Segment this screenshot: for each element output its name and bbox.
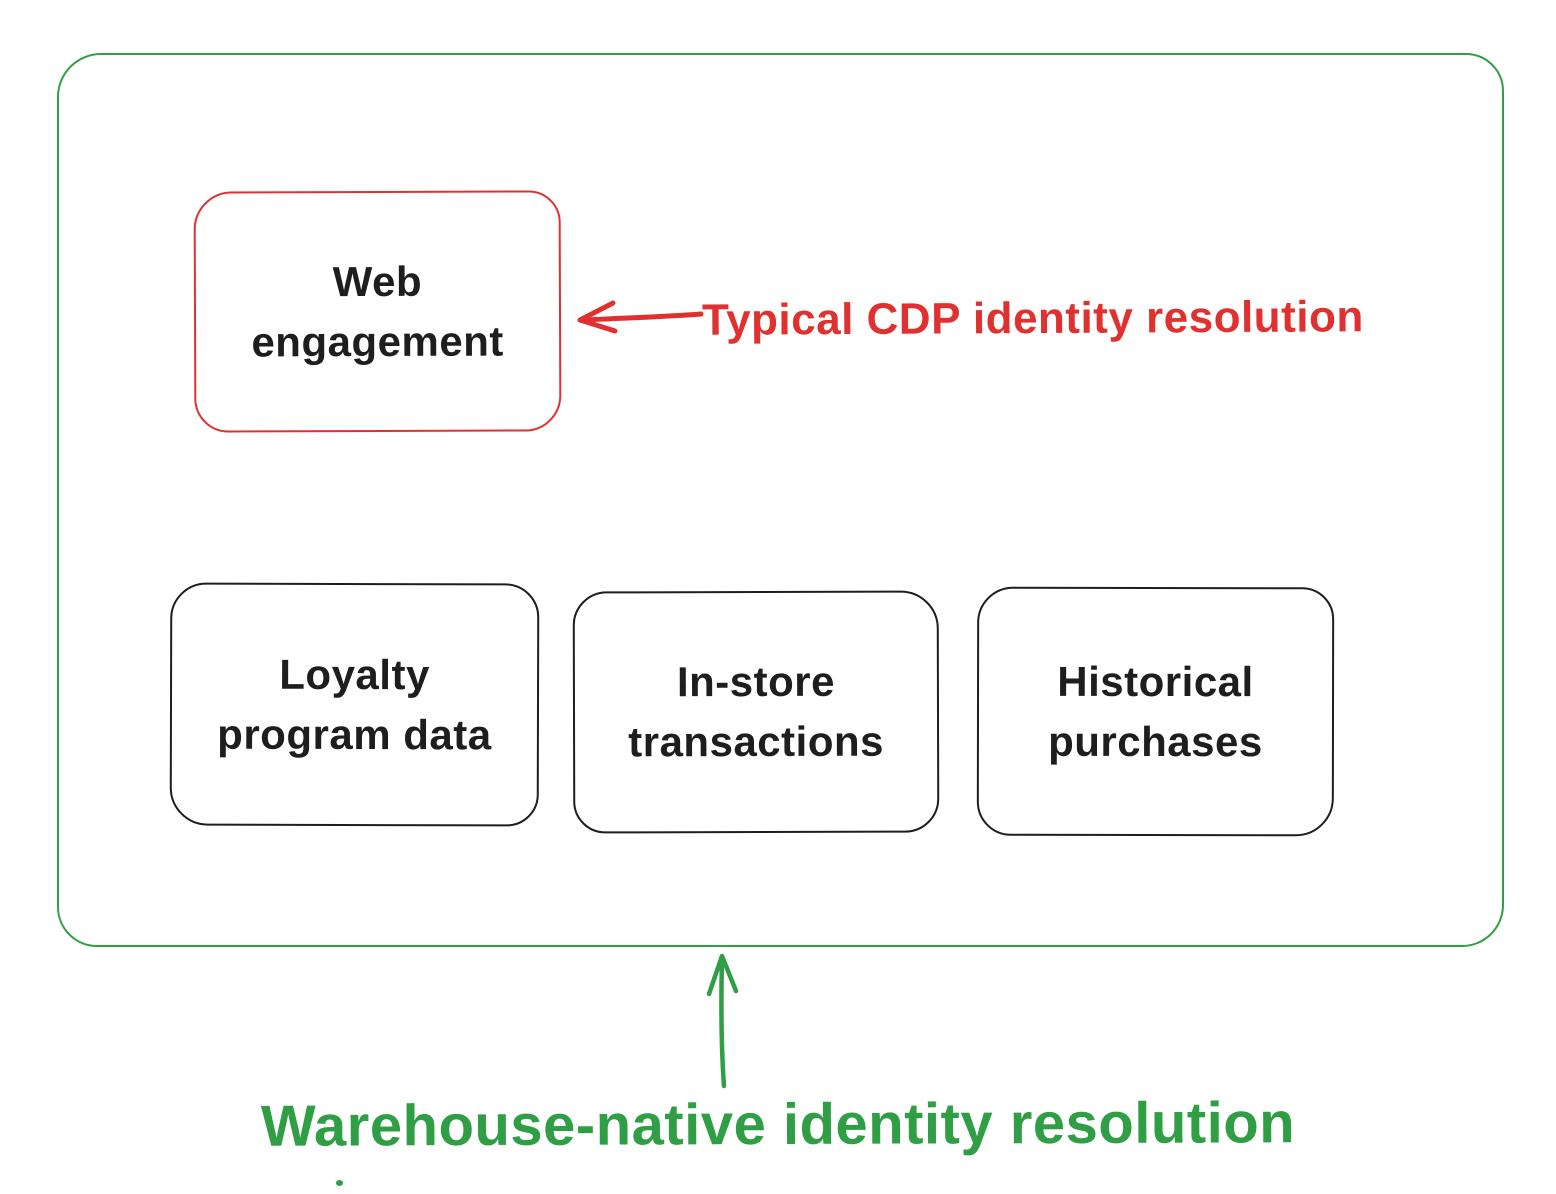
node-historical-purchases: Historical purchases: [976, 586, 1335, 837]
up-arrow-icon: [706, 953, 739, 1089]
warehouse-annotation: Warehouse-native identity resolution: [260, 1090, 1296, 1159]
node-web-engagement: Web engagement: [193, 190, 562, 433]
node-in-store-transactions-label: In-store transactions: [628, 658, 885, 766]
node-loyalty-program-data: Loyalty program data: [169, 582, 540, 827]
node-historical-purchases-label: Historical purchases: [1048, 657, 1263, 765]
node-web-engagement-label: Web engagement: [251, 257, 504, 365]
stray-ink-dot: [336, 1180, 343, 1186]
warehouse-scope-container: [57, 53, 1504, 947]
node-loyalty-program-data-label: Loyalty program data: [217, 650, 492, 758]
cdp-annotation: Typical CDP identity resolution: [701, 292, 1364, 345]
node-in-store-transactions: In-store transactions: [572, 590, 940, 834]
